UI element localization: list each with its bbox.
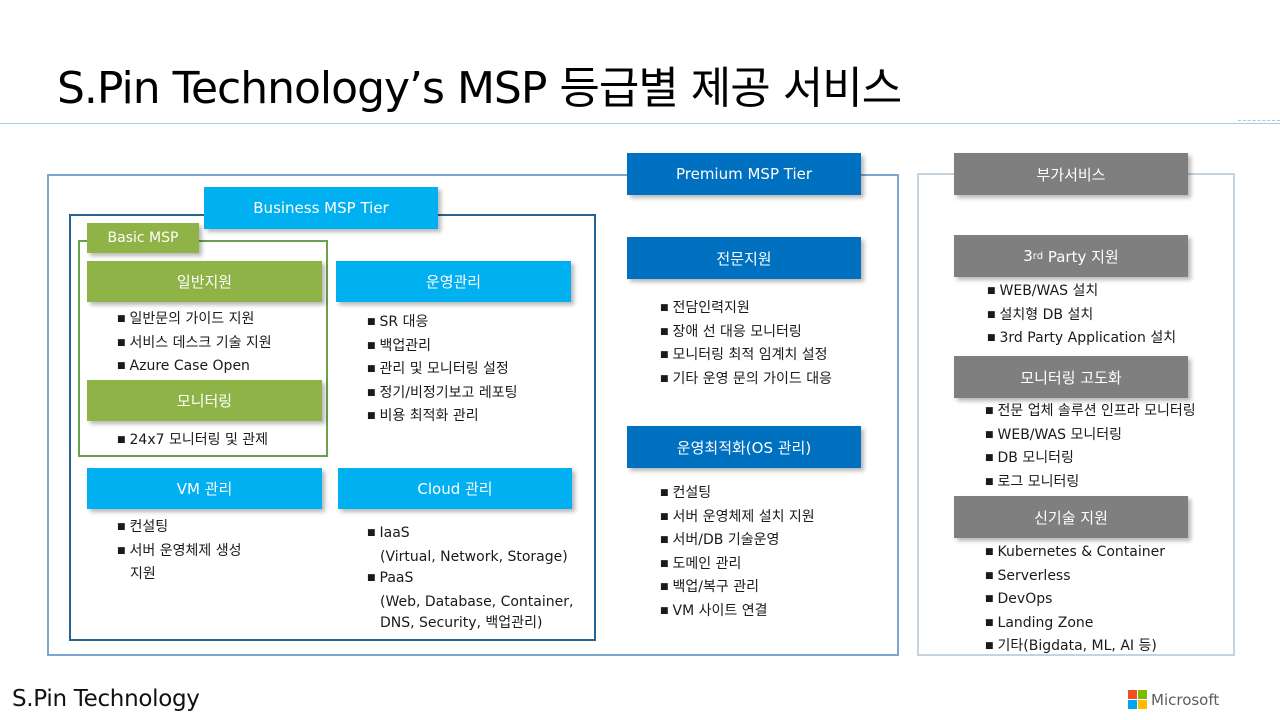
company-logo: S.Pin Technology: [12, 686, 200, 712]
business-tier-header: Business MSP Tier: [204, 187, 438, 229]
list-item: ■서버/DB 기술운영: [660, 532, 780, 548]
list-item: ■PaaS: [367, 570, 414, 586]
cloud-management-list: ■IaaS (Virtual, Network, Storage) ■PaaS …: [367, 523, 573, 635]
expert-support-list: ■전담인력지원 ■장애 선 대응 모니터링 ■모니터링 최적 임계치 설정 ■기…: [660, 298, 832, 392]
list-item: ■정기/비정기보고 레포팅: [367, 384, 518, 401]
list-item: ■로그 모니터링: [985, 473, 1080, 490]
list-item: ■전문 업체 솔루션 인프라 모니터링: [985, 403, 1196, 419]
list-item: ■모니터링 최적 임계치 설정: [660, 347, 828, 363]
vm-management-list: ■컨설팅 ■서버 운영체제 생성 지원: [117, 517, 241, 586]
third-party-title-prefix: 3: [1023, 247, 1033, 265]
list-item: ■백업/복구 관리: [660, 579, 759, 595]
list-item: ■일반문의 가이드 지원: [117, 311, 255, 327]
list-item: ■설치형 DB 설치: [987, 306, 1094, 323]
list-item: ■SR 대응: [367, 314, 429, 330]
expert-support-header: 전문지원: [627, 237, 861, 279]
list-item: ■VM 사이트 연결: [660, 602, 768, 619]
new-tech-header: 신기술 지원: [954, 496, 1188, 538]
list-item: ■DevOps: [985, 591, 1053, 607]
list-item: ■Serverless: [985, 567, 1071, 584]
list-item: ■도메인 관리: [660, 555, 742, 572]
microsoft-logo: Microsoft: [1128, 690, 1219, 709]
list-item: ■기타(Bigdata, ML, AI 등): [985, 638, 1157, 654]
advanced-monitoring-list: ■전문 업체 솔루션 인프라 모니터링 ■WEB/WAS 모니터링 ■DB 모니…: [985, 401, 1196, 495]
list-item: ■컨설팅: [117, 519, 169, 535]
monitoring-list: ■24x7 모니터링 및 관제: [117, 430, 268, 454]
advanced-monitoring-header: 모니터링 고도화: [954, 356, 1188, 398]
list-item: ■비용 최적화 관리: [367, 408, 479, 424]
addon-header: 부가서비스: [954, 153, 1188, 195]
list-item: ■컨설팅: [660, 485, 712, 501]
microsoft-logo-text: Microsoft: [1151, 690, 1220, 709]
list-item: ■기타 운영 문의 가이드 대응: [660, 370, 832, 387]
premium-tier-frame: [47, 174, 899, 656]
list-item: ■관리 및 모니터링 설정: [367, 361, 509, 377]
list-item: ■WEB/WAS 설치: [987, 283, 1099, 299]
list-item: ■24x7 모니터링 및 관제: [117, 432, 269, 448]
operations-header: 운영관리: [336, 261, 571, 302]
microsoft-logo-icon: [1128, 690, 1147, 709]
list-item: ■서버 운영체제 설치 지원: [660, 508, 815, 525]
list-item-continuation: (Web, Database, Container,: [380, 593, 574, 610]
basic-tier-header: Basic MSP: [87, 223, 199, 253]
third-party-list: ■WEB/WAS 설치 ■설치형 DB 설치 ■3rd Party Applic…: [987, 281, 1176, 352]
list-item: ■서비스 데스크 기술 지원: [117, 334, 272, 351]
page-title: S.Pin Technology’s MSP 등급별 제공 서비스: [57, 63, 902, 114]
list-item: ■장애 선 대응 모니터링: [660, 323, 802, 340]
list-item: ■서버 운영체제 생성: [117, 542, 242, 559]
list-item: ■WEB/WAS 모니터링: [985, 426, 1123, 443]
list-item: ■DB 모니터링: [985, 450, 1074, 466]
list-item-continuation: DNS, Security, 백업관리): [380, 615, 543, 631]
premium-tier-header: Premium MSP Tier: [627, 153, 861, 195]
list-item: ■Landing Zone: [985, 614, 1094, 631]
monitoring-header: 모니터링: [87, 380, 322, 421]
list-item: ■IaaS: [367, 525, 410, 541]
list-item: ■Kubernetes & Container: [985, 544, 1165, 560]
title-divider: [0, 123, 1280, 124]
basic-tier-frame: [78, 240, 328, 457]
list-item: ■백업관리: [367, 337, 432, 354]
new-tech-list: ■Kubernetes & Container ■Serverless ■Dev…: [985, 542, 1165, 660]
operations-list: ■SR 대응 ■백업관리 ■관리 및 모니터링 설정 ■정기/비정기보고 레포팅…: [367, 312, 517, 430]
general-support-list: ■일반문의 가이드 지원 ■서비스 데스크 기술 지원 ■Azure Case …: [117, 309, 272, 380]
list-item: ■전담인력지원: [660, 300, 750, 316]
ops-optimization-list: ■컨설팅 ■서버 운영체제 설치 지원 ■서버/DB 기술운영 ■도메인 관리 …: [660, 483, 815, 624]
list-item: ■Azure Case Open: [117, 358, 250, 374]
title-divider-tail: [1238, 120, 1280, 124]
vm-management-header: VM 관리: [87, 468, 322, 509]
list-item-continuation: (Virtual, Network, Storage): [380, 548, 568, 565]
general-support-header: 일반지원: [87, 261, 322, 302]
list-item-continuation: 지원: [130, 566, 156, 582]
list-item: ■3rd Party Application 설치: [987, 330, 1177, 346]
ops-optimization-header: 운영최적화(OS 관리): [627, 426, 861, 468]
third-party-title-sup: rd: [1032, 250, 1044, 262]
third-party-title-suffix: Party 지원: [1043, 247, 1119, 266]
cloud-management-header: Cloud 관리: [338, 468, 572, 509]
